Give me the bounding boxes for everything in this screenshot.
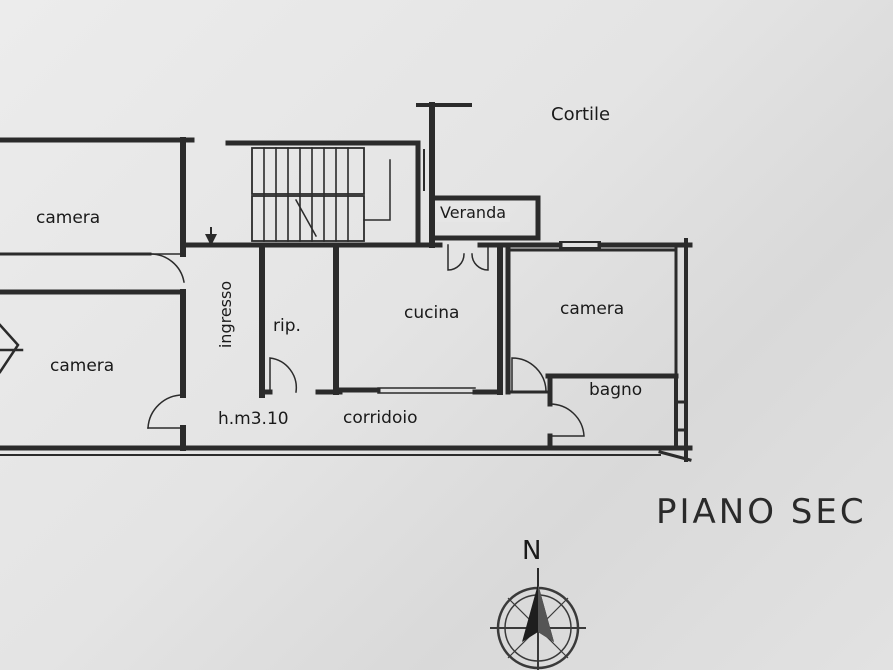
door-arc-camera-bl: [147, 394, 184, 429]
room-label-camera-right: camera: [560, 299, 625, 319]
room-label-camera-top-left: camera: [36, 208, 101, 228]
stair-treads: [263, 147, 349, 242]
room-label-corridoio: corridoio: [343, 408, 418, 428]
stair-lower-flight: [251, 195, 365, 242]
door-arc-camera-tl: [149, 253, 185, 283]
stair-upper-flight: [251, 147, 365, 195]
stair-direction-line: [363, 159, 391, 221]
room-label-ripostiglio: rip.: [273, 316, 301, 336]
door-arc-camera-r: [511, 357, 547, 393]
floor-title: PIANO SEC: [656, 492, 867, 532]
door-arc-bagno: [549, 403, 585, 437]
window-camera-bl: [0, 323, 24, 374]
door-arc-rip: [269, 357, 298, 393]
veranda-outline: [429, 195, 541, 241]
door-arc-cucina: [447, 244, 489, 271]
cortile-label: Cortile: [551, 104, 611, 125]
room-label-cucina: cucina: [404, 303, 460, 323]
room-label-veranda: Veranda: [436, 203, 511, 222]
compass-north-label: N: [522, 536, 542, 566]
room-label-ingresso: ingresso: [216, 280, 236, 349]
ceiling-height-label: h.m3.10: [218, 409, 289, 429]
room-label-bagno: bagno: [589, 380, 643, 400]
compass-rose-icon: [490, 580, 586, 670]
room-label-camera-bottom-left: camera: [50, 356, 115, 376]
